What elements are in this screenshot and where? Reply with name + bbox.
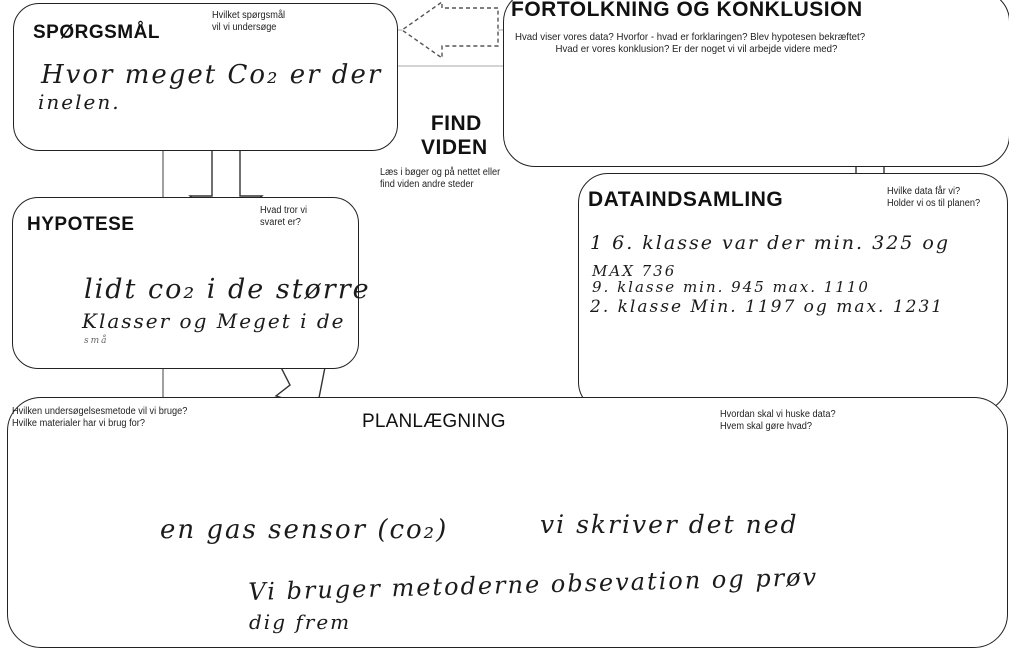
question-answer-line2: inelen. <box>38 90 121 114</box>
hypothesis-box <box>12 197 359 369</box>
data-line3: 9. klasse min. 945 max. 1110 <box>592 278 870 296</box>
hypothesis-answer-line1: lidt co₂ i de større <box>84 274 371 305</box>
planning-box <box>7 397 1008 648</box>
data-line1: 1 6. klasse var der min. 325 og <box>590 232 951 254</box>
find-knowledge-title: FIND VIDEN <box>421 112 488 159</box>
planning-answer-line1a: en gas sensor (co₂) <box>160 515 449 545</box>
question-answer-line1: Hvor meget Co₂ er der <box>41 60 383 90</box>
find-knowledge-text: Læs i bøger og på nettet eller find vide… <box>380 167 501 190</box>
hypothesis-answer-line3: små <box>84 336 109 346</box>
data-collection-title: DATAINDSAMLING <box>588 188 784 211</box>
question-box <box>13 3 398 151</box>
question-prompt: Hvilket spørgsmål vil vi undersøge <box>212 10 286 33</box>
data-line2: MAX 736 <box>592 262 677 280</box>
interpretation-prompt: Hvad viser vores data? Hvorfor - hvad er… <box>515 31 866 55</box>
planning-prompt-right: Hvordan skal vi huske data? Hvem skal gø… <box>720 409 836 432</box>
hypothesis-title: HYPOTESE <box>27 214 135 235</box>
planning-answer-line3: dig frem <box>249 610 352 634</box>
planning-prompt-left: Hvilken undersøgelsesmetode vil vi bruge… <box>12 406 188 429</box>
planning-answer-line1b: vi skriver det ned <box>540 510 799 539</box>
arrow-left-dashed <box>400 0 499 60</box>
data-collection-box <box>578 173 1008 412</box>
question-title: SPØRGSMÅL <box>33 22 160 43</box>
interpretation-box <box>503 0 1009 167</box>
hypothesis-answer-line2: Klasser og Meget i de <box>82 309 346 333</box>
data-collection-prompt: Hvilke data får vi? Holder vi os til pla… <box>887 186 981 209</box>
planning-title: PLANLÆGNING <box>362 411 506 432</box>
hypothesis-prompt: Hvad tror vi svaret er? <box>260 205 308 228</box>
interpretation-title: FORTOLKNING OG KONKLUSION <box>511 0 863 21</box>
data-line4: 2. klasse Min. 1197 og max. 1231 <box>590 297 945 317</box>
